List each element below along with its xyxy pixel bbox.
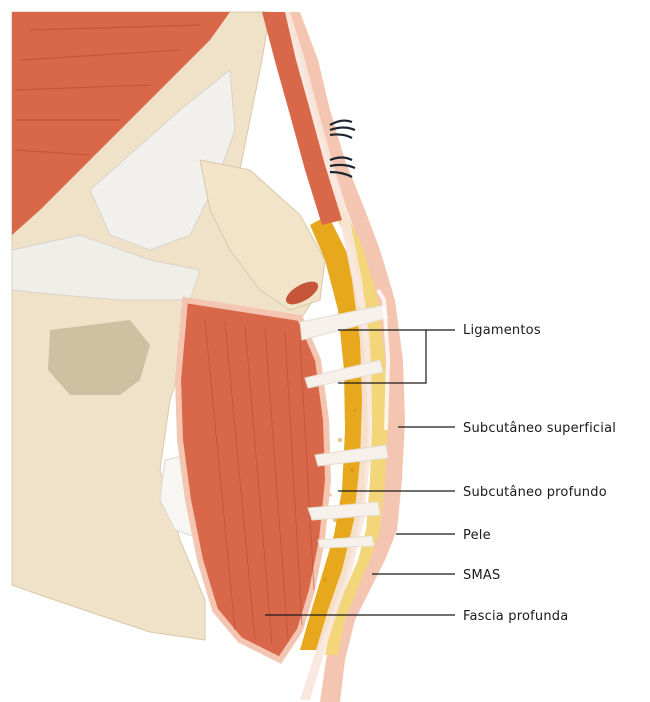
label-subcutaneo-superficial: Subcutâneo superficial <box>463 421 616 436</box>
mandible-cavity <box>48 320 150 395</box>
label-subcutaneo-profundo: Subcutâneo profundo <box>463 485 607 500</box>
label-pele: Pele <box>463 528 491 543</box>
label-smas: SMAS <box>463 568 500 583</box>
label-ligamentos: Ligamentos <box>463 323 541 338</box>
anatomy-illustration <box>12 12 405 702</box>
label-fascia-profunda: Fascia profunda <box>463 609 568 624</box>
labels: Ligamentos Subcutâneo superficial Subcut… <box>463 323 616 624</box>
